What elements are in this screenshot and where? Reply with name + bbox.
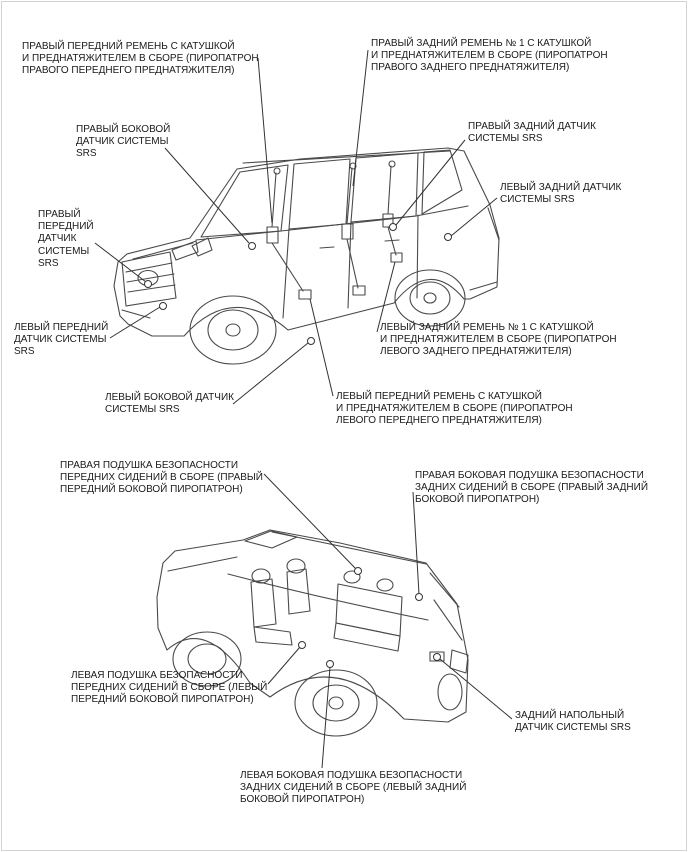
leader-rear-left-seat-airbag xyxy=(321,666,331,769)
left-side-srs-sensor-marker xyxy=(307,337,315,345)
rear-floor-sensor-marker xyxy=(433,653,441,661)
vehicle-front-three-quarter-view xyxy=(113,147,500,365)
rear-right-seat-airbag-marker xyxy=(415,593,423,601)
bottom-car-roof-edge xyxy=(271,531,427,565)
label-rear-left-seat-airbag: ЛЕВАЯ БОКОВАЯ ПОДУШКА БЕЗОПАСНОСТИ ЗАДНИ… xyxy=(240,770,467,806)
top-car-rear-details xyxy=(469,207,500,291)
top-car-windshield xyxy=(200,164,289,238)
leader-rear-left-sensor xyxy=(450,197,498,237)
label-left-side-srs-sensor: ЛЕВЫЙ БОКОВОЙ ДАТЧИК СИСТЕМЫ SRS xyxy=(105,392,234,416)
top-car-rear-door-cut xyxy=(347,221,352,309)
seatbelt-assemblies xyxy=(266,160,403,300)
leader-front-left-seat-airbag xyxy=(267,646,301,685)
top-car-bumper-line xyxy=(121,309,151,319)
bottom-car-far-wheel xyxy=(437,673,463,711)
label-front-left-srs-sensor: ЛЕВЫЙ ПЕРЕДНИЙ ДАТЧИК СИСТЕМЫ SRS xyxy=(14,322,109,358)
leader-rear-left-belt xyxy=(376,261,396,333)
leader-left-side-sensor xyxy=(232,342,309,405)
top-car-mirror xyxy=(191,237,213,257)
label-front-left-seat-airbag: ЛЕВАЯ ПОДУШКА БЕЗОПАСНОСТИ ПЕРЕДНИХ СИДЕ… xyxy=(71,670,268,706)
top-car-grille-slats xyxy=(125,262,176,293)
label-right-side-srs-sensor: ПРАВЫЙ БОКОВОЙ ДАТЧИК СИСТЕМЫ SRS xyxy=(76,124,171,160)
top-car-front-door-cut xyxy=(282,228,290,319)
bottom-car-rear-wheel xyxy=(294,669,378,737)
front-right-srs-sensor-marker xyxy=(144,280,152,288)
front-right-seat-airbag-marker xyxy=(354,567,362,575)
bottom-car-hood-line xyxy=(167,556,238,572)
label-front-right-srs-sensor: ПРАВЫЙ ПЕРЕДНИЙ ДАТЧИК СИСТЕМЫ SRS xyxy=(38,209,94,269)
bottom-car-cutaway-beltline xyxy=(227,573,429,621)
label-rear-left-belt-pretensioner: ЛЕВЫЙ ЗАДНИЙ РЕМЕНЬ № 1 С КАТУШКОЙ И ПРЕ… xyxy=(380,322,617,358)
front-left-srs-sensor-marker xyxy=(159,302,167,310)
leader-front-right-seat-airbag xyxy=(263,473,357,570)
top-car-rear-wheel xyxy=(394,269,466,327)
bottom-car-tailgate-lines xyxy=(429,572,463,641)
component-markers xyxy=(144,223,452,668)
bottom-car-tail-lamp xyxy=(449,649,469,674)
bottom-car-front-wheel xyxy=(172,631,242,687)
top-car-door-handles xyxy=(319,239,400,249)
top-car-rear-door-window xyxy=(350,152,419,223)
leader-front-right-sensor xyxy=(94,242,147,283)
top-car-quarter-window xyxy=(421,149,463,215)
top-car-roof-rail xyxy=(242,150,451,164)
label-rear-right-belt-pretensioner: ПРАВЫЙ ЗАДНИЙ РЕМЕНЬ № 1 С КАТУШКОЙ И ПР… xyxy=(371,38,608,74)
rear-right-srs-sensor-marker xyxy=(389,223,397,231)
top-car-headlight xyxy=(171,240,199,261)
leader-right-side-sensor xyxy=(164,147,250,244)
top-car-grille xyxy=(121,251,177,307)
leader-lines xyxy=(94,49,513,769)
right-side-srs-sensor-marker xyxy=(248,242,256,250)
leader-front-left-sensor xyxy=(109,306,161,339)
leader-rear-right-seat-airbag xyxy=(412,491,420,595)
label-front-right-belt-pretensioner: ПРАВЫЙ ПЕРЕДНИЙ РЕМЕНЬ С КАТУШКОЙ И ПРЕД… xyxy=(22,41,259,77)
label-rear-floor-srs-sensor: ЗАДНИЙ НАПОЛЬНЫЙ ДАТЧИК СИСТЕМЫ SRS xyxy=(515,710,631,734)
rear-left-srs-sensor-marker xyxy=(444,233,452,241)
label-rear-left-srs-sensor: ЛЕВЫЙ ЗАДНИЙ ДАТЧИК СИСТЕМЫ SRS xyxy=(500,182,622,206)
label-front-left-belt-pretensioner: ЛЕВЫЙ ПЕРЕДНИЙ РЕМЕНЬ С КАТУШКОЙ И ПРЕДН… xyxy=(336,391,573,427)
vehicle-rear-three-quarter-view xyxy=(156,529,469,737)
leader-front-right-belt xyxy=(257,57,273,224)
top-car-front-wheel xyxy=(189,295,277,365)
leader-rear-right-belt xyxy=(352,49,369,187)
top-car-quarter-cut xyxy=(416,214,419,299)
label-rear-right-srs-sensor: ПРАВЫЙ ЗАДНИЙ ДАТЧИК СИСТЕМЫ SRS xyxy=(468,121,596,145)
top-car-front-door-window xyxy=(288,158,351,230)
label-rear-right-seat-airbag: ПРАВАЯ БОКОВАЯ ПОДУШКА БЕЗОПАСНОСТИ ЗАДН… xyxy=(415,470,649,506)
leader-rear-right-sensor xyxy=(395,139,466,226)
bottom-car-seats xyxy=(250,558,403,652)
label-front-right-seat-airbag: ПРАВАЯ ПОДУШКА БЕЗОПАСНОСТИ ПЕРЕДНИХ СИД… xyxy=(60,460,263,496)
top-car-body-outline xyxy=(113,147,500,337)
leader-front-left-belt xyxy=(309,298,334,397)
front-left-seat-airbag-marker xyxy=(298,641,306,649)
leader-rear-floor-sensor xyxy=(439,658,513,720)
rear-left-seat-airbag-marker xyxy=(326,660,334,668)
